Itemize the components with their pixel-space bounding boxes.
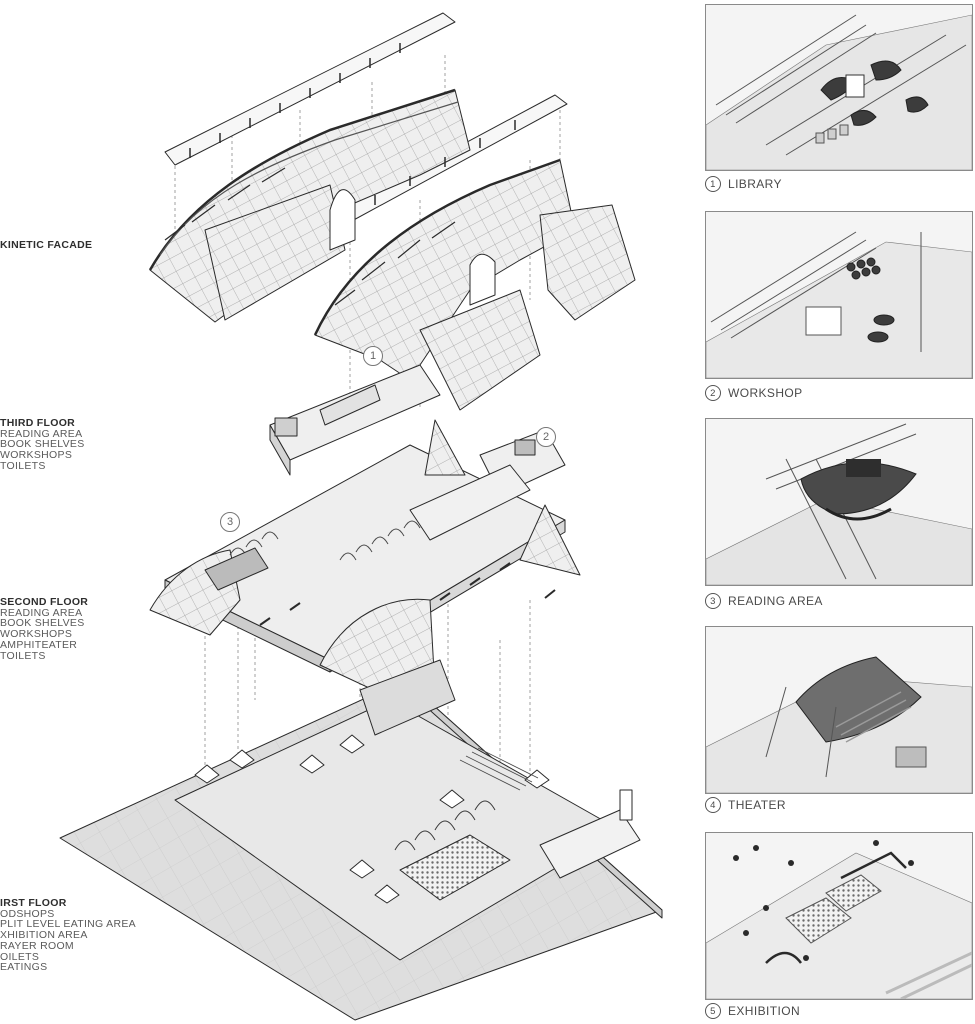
floor-item: EATINGS — [0, 961, 48, 974]
floor-item: READING AREA — [0, 427, 83, 440]
caption-reading-area: 3 READING AREA — [705, 593, 823, 609]
reading-area-illustration — [706, 419, 972, 585]
callout-1: 1 — [363, 346, 383, 366]
floor-heading: KINETIC FACADE — [0, 239, 93, 251]
callout-2: 2 — [536, 427, 556, 447]
floor-item: XHIBITION AREA — [0, 929, 88, 942]
floor-item: TOILETS — [0, 649, 46, 662]
caption-exhibition: 5 EXHIBITION — [705, 1003, 800, 1019]
floor-item: BOOK SHELVES — [0, 617, 85, 630]
theater-illustration — [706, 627, 972, 793]
floor-item: OILETS — [0, 950, 40, 963]
caption-label: LIBRARY — [728, 177, 782, 191]
floor-item: WORKSHOPS — [0, 449, 73, 462]
panel-exhibition — [705, 832, 973, 1000]
caption-label: WORKSHOP — [728, 386, 803, 400]
caption-library: 1 LIBRARY — [705, 176, 782, 192]
caption-label: READING AREA — [728, 594, 823, 608]
panel-theater — [705, 626, 973, 794]
label-first-floor: IRST FLOOR ODSHOPS PLIT LEVEL EATING ARE… — [0, 898, 136, 973]
floor-item: ODSHOPS — [0, 907, 55, 920]
number-badge: 4 — [705, 797, 721, 813]
kinetic-facade-layer — [148, 12, 636, 411]
panel-reading-area — [705, 418, 973, 586]
right-facade-panel — [539, 204, 636, 321]
label-third-floor: THIRD FLOOR READING AREA BOOK SHELVES WO… — [0, 418, 85, 472]
floor-item: READING AREA — [0, 606, 83, 619]
front-facade-panel — [419, 289, 541, 411]
first-floor-site — [59, 659, 663, 1021]
floor-item: AMPHITEATER — [0, 638, 78, 651]
number-badge: 2 — [705, 385, 721, 401]
exhibition-illustration — [706, 833, 972, 999]
floor-item: TOILETS — [0, 459, 46, 472]
floor-item: PLIT LEVEL EATING AREA — [0, 918, 136, 931]
caption-label: THEATER — [728, 798, 786, 812]
label-kinetic-facade: KINETIC FACADE — [0, 240, 92, 251]
panel-workshop — [705, 211, 973, 379]
caption-workshop: 2 WORKSHOP — [705, 385, 803, 401]
floor-heading: IRST FLOOR — [0, 897, 67, 909]
second-floor-layer — [149, 419, 581, 701]
callout-3: 3 — [220, 512, 240, 532]
floor-item: WORKSHOPS — [0, 628, 73, 641]
caption-label: EXHIBITION — [728, 1004, 801, 1018]
workshop-illustration — [706, 212, 972, 378]
library-illustration — [706, 5, 972, 170]
number-badge: 5 — [705, 1003, 721, 1019]
label-second-floor: SECOND FLOOR READING AREA BOOK SHELVES W… — [0, 597, 88, 661]
number-badge: 1 — [705, 176, 721, 192]
exploded-axonometric-diagram — [59, 12, 663, 1021]
floor-item: RAYER ROOM — [0, 939, 74, 952]
floor-heading: THIRD FLOOR — [0, 417, 76, 429]
floor-heading: SECOND FLOOR — [0, 596, 89, 608]
caption-theater: 4 THEATER — [705, 797, 786, 813]
panel-library — [705, 4, 973, 171]
number-badge: 3 — [705, 593, 721, 609]
floor-item: BOOK SHELVES — [0, 438, 85, 451]
left-facade-panel — [204, 184, 346, 321]
